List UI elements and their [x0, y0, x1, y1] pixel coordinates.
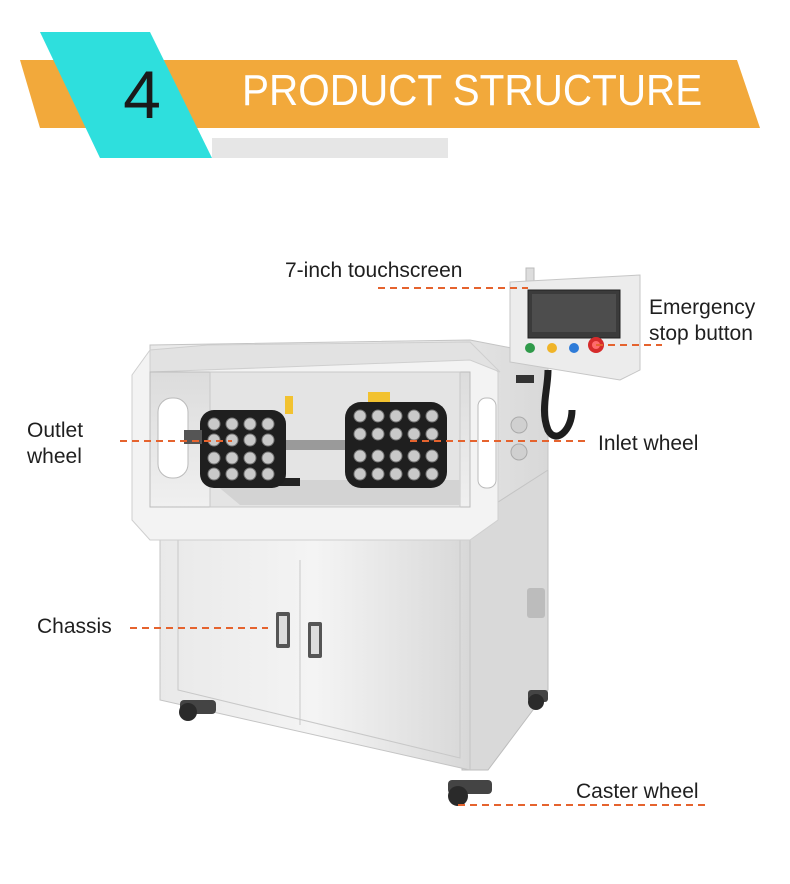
section-number: 4	[123, 57, 161, 133]
caster-wheel	[448, 786, 468, 806]
control-panel	[509, 267, 641, 440]
label-caster-wheel: Caster wheel	[576, 780, 699, 803]
label-inlet-wheel: Inlet wheel	[598, 432, 699, 455]
label-emergency-stop: Emergency stop button	[649, 295, 755, 347]
inlet-wheel	[345, 402, 447, 488]
label-emergency-line1: Emergency	[649, 296, 756, 319]
label-chassis: Chassis	[37, 615, 112, 638]
header-banner: 4 PRODUCT STRUCTURE	[0, 0, 790, 170]
label-outlet-line2: wheel	[27, 445, 82, 468]
caster-wheels	[179, 690, 548, 806]
banner-graphic	[20, 32, 760, 158]
outlet-wheel	[184, 410, 286, 488]
label-outlet-wheel: Outlet wheel	[27, 418, 83, 470]
section-title: PRODUCT STRUCTURE	[242, 66, 703, 115]
label-touchscreen: 7-inch touchscreen	[285, 259, 463, 282]
label-outlet-line1: Outlet	[27, 419, 84, 442]
leader-lines	[120, 287, 706, 806]
label-emergency-line2: stop button	[649, 322, 753, 345]
